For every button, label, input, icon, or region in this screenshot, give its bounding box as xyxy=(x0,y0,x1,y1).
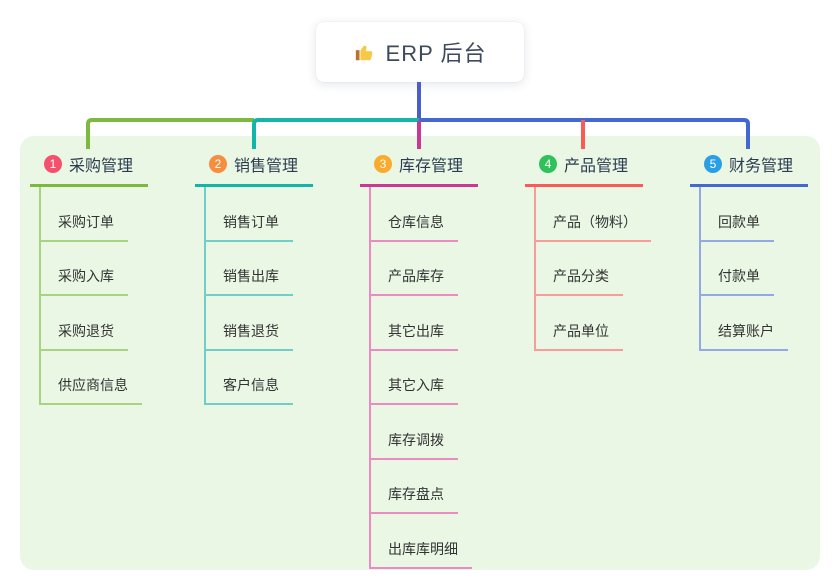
list-item[interactable]: 结算账户 xyxy=(701,296,808,351)
item-label: 其它出库 xyxy=(371,321,458,351)
mindmap-canvas-panel xyxy=(20,136,820,570)
list-item[interactable]: 采购订单 xyxy=(41,187,148,242)
item-label: 产品分类 xyxy=(536,266,623,296)
item-label: 结算账户 xyxy=(701,321,788,351)
branch-inventory: 3 库存管理 仓库信息 产品库存 其它出库 其它入库 库存调拨 库存盘点 出库库… xyxy=(360,148,478,569)
branch-sales: 2 销售管理 销售订单 销售出库 销售退货 客户信息 xyxy=(195,148,313,405)
list-item[interactable]: 库存调拨 xyxy=(371,405,478,460)
item-label: 库存盘点 xyxy=(371,484,458,514)
item-label: 采购订单 xyxy=(41,212,128,242)
item-label: 采购退货 xyxy=(41,321,128,351)
item-label: 产品（物料） xyxy=(536,212,651,242)
branch-purchase: 1 采购管理 采购订单 采购入库 采购退货 供应商信息 xyxy=(30,148,148,405)
item-label: 回款单 xyxy=(701,212,774,242)
list-item[interactable]: 出库库明细 xyxy=(371,514,478,569)
branch-title-sales[interactable]: 2 销售管理 xyxy=(195,148,313,187)
branch-title-inventory[interactable]: 3 库存管理 xyxy=(360,148,478,187)
list-item[interactable]: 产品单位 xyxy=(536,296,643,351)
branch-title-product[interactable]: 4 产品管理 xyxy=(525,148,643,187)
root-node[interactable]: ERP 后台 xyxy=(316,22,524,82)
branch-title-finance[interactable]: 5 财务管理 xyxy=(690,148,808,187)
branch-items: 销售订单 销售出库 销售退货 客户信息 xyxy=(204,187,313,405)
branch-label: 销售管理 xyxy=(234,158,299,175)
list-item[interactable]: 采购退货 xyxy=(41,296,148,351)
list-item[interactable]: 销售退货 xyxy=(206,296,313,351)
branch-items: 仓库信息 产品库存 其它出库 其它入库 库存调拨 库存盘点 出库库明细 xyxy=(369,187,478,569)
list-item[interactable]: 销售订单 xyxy=(206,187,313,242)
item-label: 仓库信息 xyxy=(371,212,458,242)
list-item[interactable]: 销售出库 xyxy=(206,242,313,296)
branch-label: 财务管理 xyxy=(729,158,794,175)
list-item[interactable]: 供应商信息 xyxy=(41,351,148,405)
list-item[interactable]: 仓库信息 xyxy=(371,187,478,242)
item-label: 采购入库 xyxy=(41,266,128,296)
thumbs-up-icon xyxy=(355,45,372,61)
branch-items: 采购订单 采购入库 采购退货 供应商信息 xyxy=(39,187,148,405)
branch-number-badge: 2 xyxy=(209,155,227,173)
list-item[interactable]: 其它入库 xyxy=(371,351,478,405)
branch-label: 库存管理 xyxy=(399,158,464,175)
item-label: 供应商信息 xyxy=(41,375,142,405)
item-label: 库存调拨 xyxy=(371,430,458,460)
list-item[interactable]: 产品库存 xyxy=(371,242,478,296)
item-label: 销售出库 xyxy=(206,266,293,296)
branch-items: 回款单 付款单 结算账户 xyxy=(699,187,808,351)
item-label: 出库库明细 xyxy=(371,539,472,569)
item-label: 产品单位 xyxy=(536,321,623,351)
list-item[interactable]: 库存盘点 xyxy=(371,460,478,514)
item-label: 付款单 xyxy=(701,266,774,296)
item-label: 客户信息 xyxy=(206,375,293,405)
branch-number-badge: 1 xyxy=(44,155,62,173)
item-label: 销售订单 xyxy=(206,212,293,242)
item-label: 其它入库 xyxy=(371,375,458,405)
list-item[interactable]: 回款单 xyxy=(701,187,808,242)
list-item[interactable]: 付款单 xyxy=(701,242,808,296)
item-label: 销售退货 xyxy=(206,321,293,351)
root-node-label: ERP 后台 xyxy=(385,41,487,66)
branch-number-badge: 5 xyxy=(704,155,722,173)
branch-label: 产品管理 xyxy=(564,158,629,175)
branch-finance: 5 财务管理 回款单 付款单 结算账户 xyxy=(690,148,808,351)
item-label: 产品库存 xyxy=(371,266,458,296)
list-item[interactable]: 产品（物料） xyxy=(536,187,651,242)
list-item[interactable]: 产品分类 xyxy=(536,242,643,296)
branch-number-badge: 3 xyxy=(374,155,392,173)
list-item[interactable]: 采购入库 xyxy=(41,242,148,296)
branch-items: 产品（物料） 产品分类 产品单位 xyxy=(534,187,651,351)
branch-label: 采购管理 xyxy=(69,158,134,175)
list-item[interactable]: 其它出库 xyxy=(371,296,478,351)
branch-number-badge: 4 xyxy=(539,155,557,173)
list-item[interactable]: 客户信息 xyxy=(206,351,313,405)
branch-title-purchase[interactable]: 1 采购管理 xyxy=(30,148,148,187)
branch-product: 4 产品管理 产品（物料） 产品分类 产品单位 xyxy=(525,148,651,351)
